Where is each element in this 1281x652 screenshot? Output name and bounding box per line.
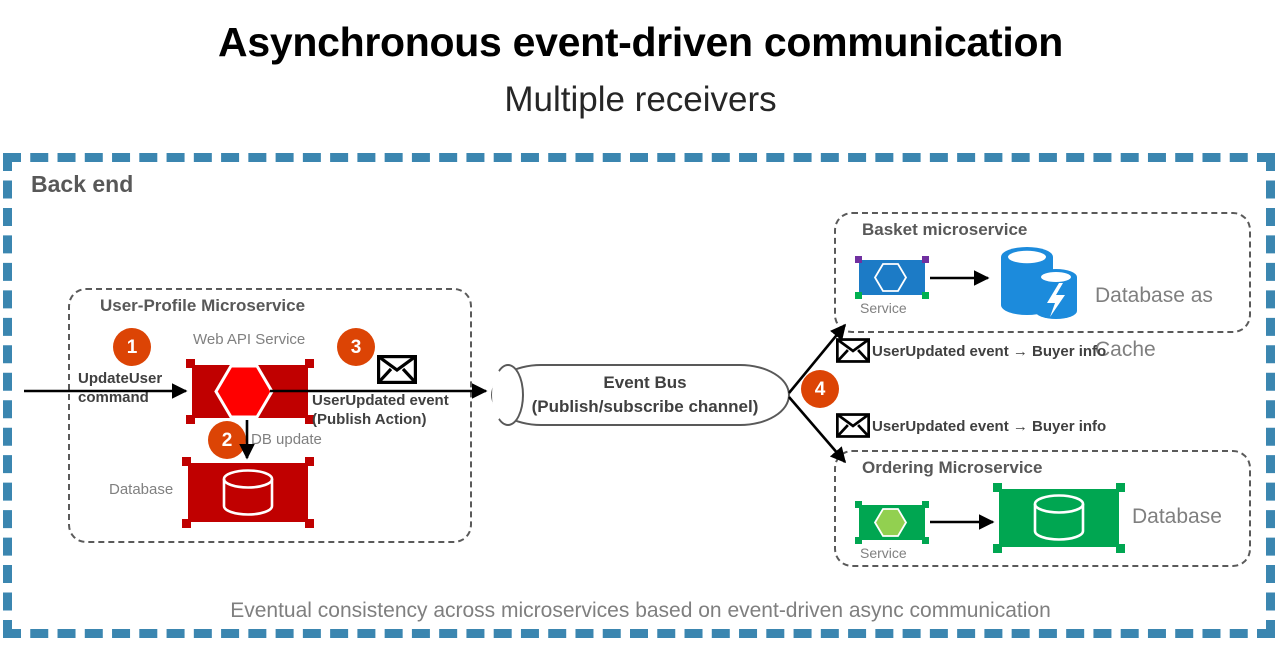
resize-handle (186, 415, 195, 424)
user-profile-database-shape (182, 457, 314, 528)
resize-handle (855, 292, 862, 299)
resize-handle (182, 519, 191, 528)
basket-service-fill (858, 259, 926, 296)
database-cylinder-icon (1033, 494, 1085, 541)
resize-handle (1116, 544, 1125, 553)
web-api-service-shape (186, 359, 314, 424)
subscription-label-basket: UserUpdated event → Buyer info (872, 343, 1107, 360)
resize-handle (922, 292, 929, 299)
subscription-label-ordering: UserUpdated event → Buyer info (872, 418, 1107, 435)
publish-action-line1: UserUpdated event (312, 392, 449, 409)
resize-handle (305, 359, 314, 368)
envelope-icon (377, 355, 417, 384)
publish-action-label: UserUpdated event (Publish Action) (312, 391, 449, 429)
database-cylinder-icon (222, 469, 274, 516)
resize-handle (305, 415, 314, 424)
user-profile-microservice-container (68, 288, 472, 543)
ordering-database-label: Database (1132, 505, 1222, 528)
resize-handle (855, 501, 862, 508)
db-update-label: DB update (251, 431, 322, 448)
basket-microservice-title: Basket microservice (862, 220, 1028, 239)
resize-handle (922, 501, 929, 508)
resize-handle (305, 519, 314, 528)
footer-note: Eventual consistency across microservice… (230, 599, 1051, 622)
event-bus-line2: (Publish/subscribe channel) (531, 397, 759, 416)
backend-label: Back end (31, 171, 134, 197)
event-bus-shape (491, 364, 790, 426)
resize-handle (855, 537, 862, 544)
update-user-command-line1: UpdateUser (78, 370, 163, 387)
user-profile-microservice-title: User-Profile Microservice (100, 296, 306, 315)
hexagon-icon (873, 508, 908, 537)
database-as-cache-label: Database as Cache (1095, 255, 1213, 363)
envelope-icon (836, 413, 870, 438)
resize-handle (993, 544, 1002, 553)
resize-handle (1116, 483, 1125, 492)
step-badge-1: 1 (113, 328, 151, 366)
database-as-cache-line1: Database as (1095, 284, 1213, 307)
resize-handle (922, 256, 929, 263)
resize-handle (305, 457, 314, 466)
event-bus-cap (492, 364, 524, 426)
update-user-command-line2: command (78, 389, 149, 406)
hexagon-icon (214, 364, 274, 419)
resize-handle (186, 359, 195, 368)
ordering-microservice-title: Ordering Microservice (862, 458, 1043, 477)
page-subtitle: Multiple receivers (504, 80, 777, 119)
envelope-icon (836, 338, 870, 363)
ordering-microservice-container (834, 450, 1251, 567)
resize-handle (182, 457, 191, 466)
ordering-database-shape (993, 483, 1125, 553)
ordering-service-label: Service (860, 545, 907, 561)
event-bus-line1: Event Bus (603, 373, 687, 392)
step-badge-4: 4 (801, 370, 839, 408)
basket-service-shape (855, 256, 929, 299)
web-api-service-label: Web API Service (193, 331, 306, 348)
step-badge-3: 3 (337, 328, 375, 366)
database-as-cache-icon (1001, 247, 1077, 319)
step-badge-2: 2 (208, 421, 246, 459)
ordering-service-shape (855, 501, 929, 544)
resize-handle (855, 256, 862, 263)
resize-handle (922, 537, 929, 544)
hexagon-icon (873, 263, 908, 292)
backend-boundary (3, 153, 1275, 638)
event-bus-label: Event Bus (Publish/subscribe channel) (510, 371, 780, 419)
publish-action-line2: (Publish Action) (312, 411, 427, 428)
basket-microservice-container (834, 212, 1251, 333)
update-user-command-label: UpdateUser command (78, 369, 162, 407)
ordering-database-fill (997, 487, 1121, 549)
resize-handle (993, 483, 1002, 492)
page-title: Asynchronous event-driven communication (218, 19, 1063, 65)
basket-service-label: Service (860, 300, 907, 316)
user-profile-database-label: Database (109, 481, 174, 498)
database-as-cache-line2: Cache (1095, 338, 1156, 361)
